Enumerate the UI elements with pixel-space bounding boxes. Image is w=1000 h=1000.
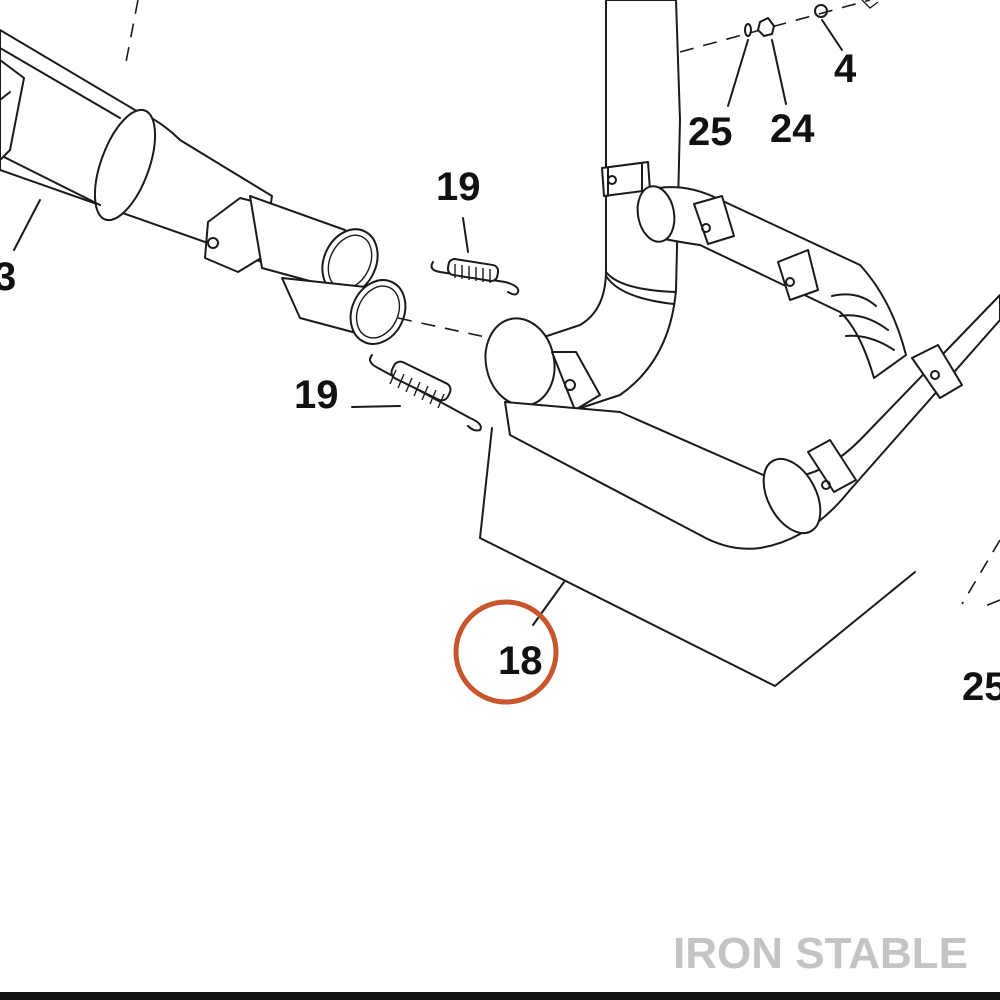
- leader-line-25: [727, 39, 749, 107]
- leader-line-19-lower: [351, 405, 401, 408]
- leader-line-19-upper: [462, 217, 469, 253]
- callout-24: 24: [770, 107, 815, 151]
- highlight-circle: [453, 599, 559, 705]
- alignment-line: [979, 599, 1000, 609]
- callout-18: 18: [498, 639, 543, 683]
- alignment-line: [125, 0, 139, 63]
- muffler: [0, 29, 407, 345]
- leader-line-18: [532, 581, 565, 626]
- stud: [861, 0, 879, 9]
- alignment-line: [397, 317, 491, 339]
- callout-19-upper: 19: [436, 165, 481, 209]
- bottom-bar: [0, 992, 1000, 1000]
- callout-25-upper: 25: [688, 110, 733, 154]
- callout-4: 4: [834, 47, 857, 91]
- header-pipe-assembly: [484, 0, 1000, 550]
- spring-upper: [430, 258, 520, 296]
- watermark-logo: IRON STABLE: [673, 929, 968, 978]
- leader-line-3: [13, 199, 41, 251]
- callout-25-lower: 25: [962, 665, 1000, 709]
- leader-bracket-18: [479, 427, 916, 687]
- leader-line-24: [771, 39, 787, 105]
- nut-24: [757, 17, 775, 37]
- washer-4: [814, 4, 828, 18]
- callout-19-lower: 19: [294, 373, 339, 417]
- spring-lower: [369, 354, 482, 432]
- callout-3: 3: [0, 255, 16, 299]
- alignment-line: [961, 539, 1000, 605]
- gasket-25: [744, 23, 752, 37]
- leader-line-4: [821, 19, 843, 51]
